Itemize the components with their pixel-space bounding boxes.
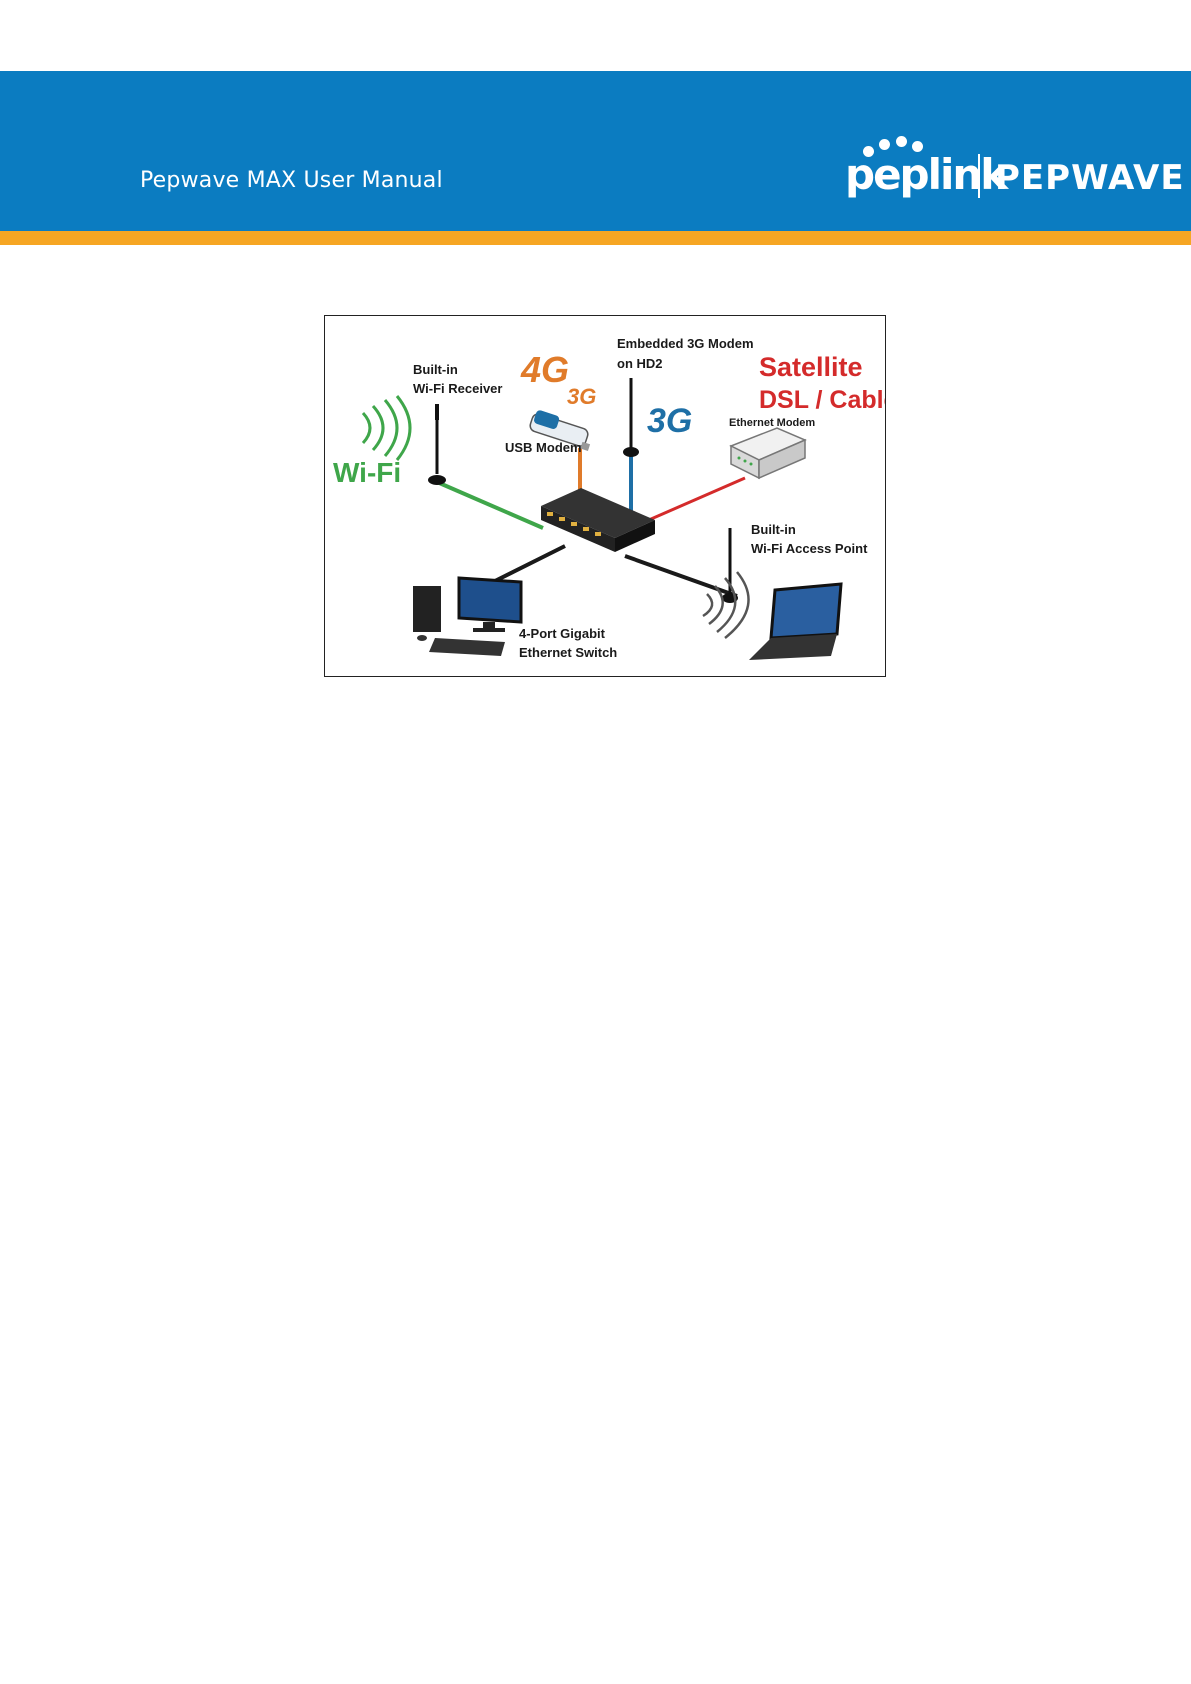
label-3g-small: 3G xyxy=(567,384,596,409)
wifi-receiver-label-line2: Wi-Fi Receiver xyxy=(413,381,502,396)
usb-modem-label: USB Modem xyxy=(505,440,582,455)
manual-title: Pepwave MAX User Manual xyxy=(140,168,443,193)
brand-peplink: peplink xyxy=(845,150,1006,199)
label-4g: 4G xyxy=(520,349,569,390)
embedded-modem-label-line2: on HD2 xyxy=(617,356,663,371)
embedded-modem-antenna-icon xyxy=(623,378,639,457)
access-point-label-line2: Wi-Fi Access Point xyxy=(751,541,868,556)
wifi-signal-icon xyxy=(363,396,410,460)
access-point-signal-icon xyxy=(703,572,749,638)
header-accent-stripe xyxy=(0,231,1191,245)
wifi-label: Wi-Fi xyxy=(333,457,401,488)
ethernet-modem-label: Ethernet Modem xyxy=(729,417,815,429)
network-diagram: Built-in Wi-Fi Receiver Wi-Fi 4G 3G USB … xyxy=(324,315,886,677)
max-router-icon xyxy=(541,488,655,552)
laptop-cable xyxy=(625,556,737,596)
switch-label-line2: Ethernet Switch xyxy=(519,645,617,660)
wifi-receiver-antenna-icon xyxy=(428,404,446,485)
desktop-computer-icon xyxy=(413,578,521,656)
wifi-receiver-label-line1: Built-in xyxy=(413,362,458,377)
brand-divider xyxy=(978,154,980,198)
brand-logo: peplink PEPWAVE xyxy=(845,136,1155,206)
satellite-label: Satellite xyxy=(759,352,863,382)
network-diagram-svg: Built-in Wi-Fi Receiver Wi-Fi 4G 3G USB … xyxy=(325,316,885,676)
embedded-modem-label-line1: Embedded 3G Modem xyxy=(617,336,754,351)
switch-label-line1: 4-Port Gigabit xyxy=(519,626,606,641)
laptop-icon xyxy=(749,584,841,660)
wifi-cable xyxy=(437,482,543,528)
brand-pepwave: PEPWAVE xyxy=(995,158,1185,198)
access-point-label-line1: Built-in xyxy=(751,522,796,537)
dsl-cable-label: DSL / Cable xyxy=(759,386,885,414)
ethernet-modem-icon xyxy=(731,428,805,478)
label-3g-big: 3G xyxy=(647,402,692,440)
